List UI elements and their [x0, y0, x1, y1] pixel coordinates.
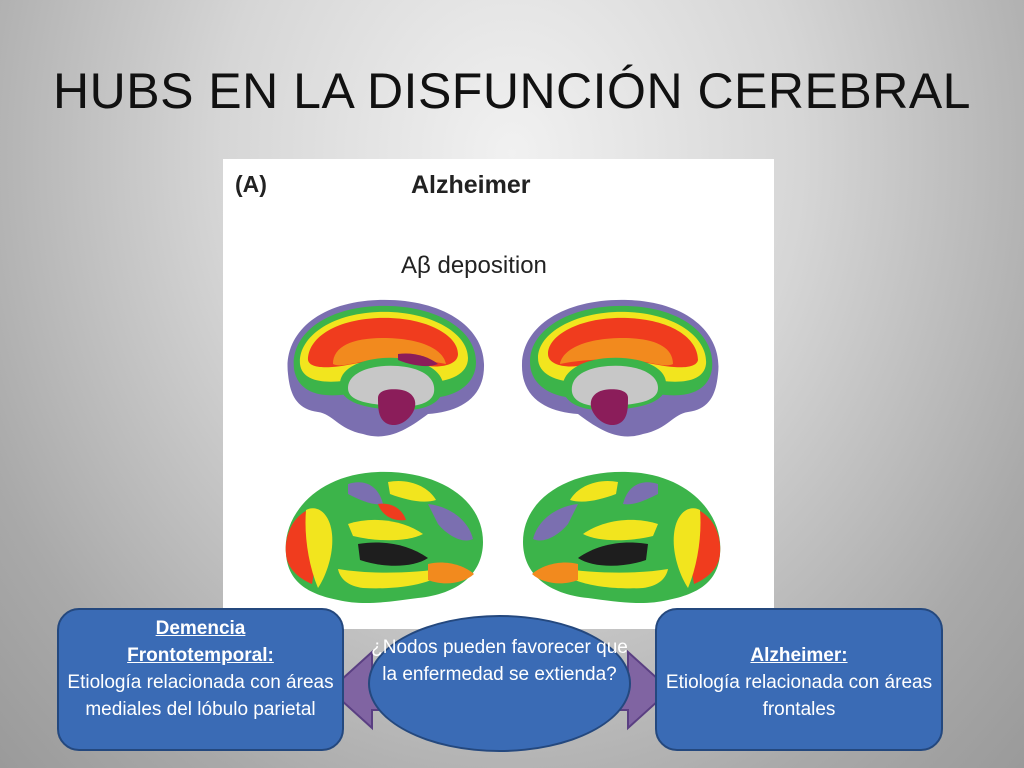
brain-lateral-right [523, 471, 721, 604]
figure-panel-label: (A) [235, 171, 267, 197]
node-frontotemporal: Demencia Frontotemporal: Etiología relac… [57, 608, 344, 751]
node-question: ¿Nodos pueden favorecer que la enfermeda… [368, 615, 631, 752]
node-right-body: Etiología relacionada con áreas frontale… [665, 672, 933, 720]
brain-lateral-left [285, 471, 483, 604]
node-right-heading: Alzheimer: [750, 645, 848, 666]
figure-title: Alzheimer [411, 171, 531, 199]
brain-figure: (A) Alzheimer Aβ deposition [223, 159, 774, 629]
node-left-heading-1: Demencia [155, 618, 246, 639]
slide-title: HUBS EN LA DISFUNCIÓN CEREBRAL [53, 63, 971, 119]
figure-subtitle: Aβ deposition [401, 252, 547, 279]
node-center-body: ¿Nodos pueden favorecer que la enfermeda… [371, 637, 628, 685]
brain-medial-left [287, 299, 485, 437]
node-left-heading-2: Frontotemporal: [127, 645, 274, 666]
brain-medial-right [521, 299, 719, 437]
node-left-body: Etiología relacionada con áreas mediales… [67, 672, 334, 720]
node-alzheimer: Alzheimer: Etiología relacionada con áre… [655, 608, 943, 751]
